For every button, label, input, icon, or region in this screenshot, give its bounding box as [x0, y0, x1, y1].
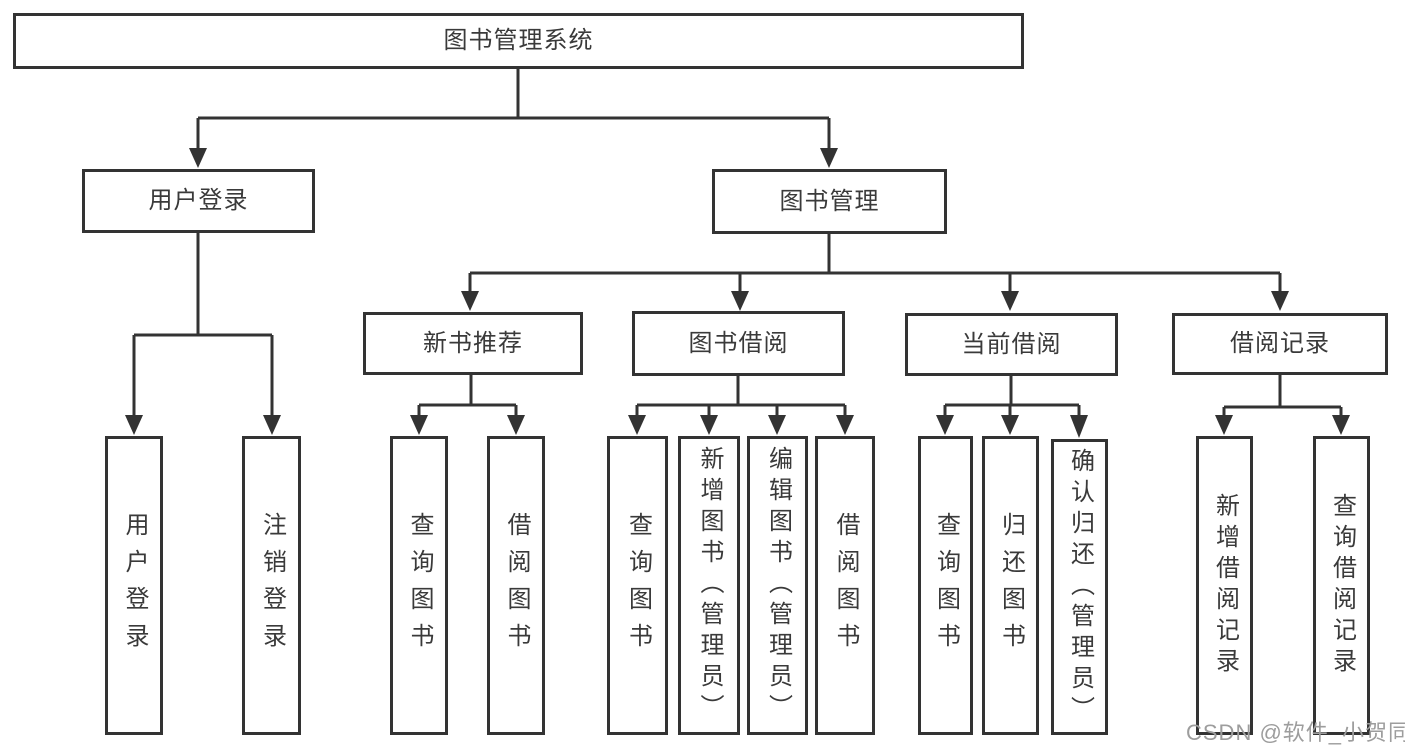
- leaf-newbooks-query-books: 查询图书: [390, 436, 448, 735]
- leaf-current-query-books: 查询图书: [918, 436, 973, 735]
- leaf-newbooks-query-books-label: 查询图书: [406, 511, 433, 660]
- leaf-records-query-record-label: 查询借阅记录: [1328, 492, 1356, 679]
- leaf-borrow-borrow-books: 借阅图书: [815, 436, 875, 735]
- node-book-management: 图书管理: [712, 169, 947, 234]
- node-current-borrow-label: 当前借阅: [961, 330, 1062, 358]
- arrowheads: [125, 148, 1350, 438]
- node-user-login: 用户登录: [82, 169, 315, 233]
- leaf-logout: 注销登录: [242, 436, 301, 735]
- node-borrow-records: 借阅记录: [1172, 313, 1388, 375]
- leaf-current-return-books-label: 归还图书: [997, 511, 1025, 660]
- leaf-newbooks-borrow-books: 借阅图书: [487, 436, 545, 735]
- leaf-borrow-add-books-admin: 新增图书（管理员）: [678, 436, 740, 735]
- node-current-borrow: 当前借阅: [905, 313, 1118, 376]
- leaf-borrow-add-books-admin-label: 新增图书（管理员）: [696, 446, 723, 725]
- leaf-borrow-query-books-label: 查询图书: [624, 511, 652, 660]
- leaf-user-login: 用户登录: [105, 436, 163, 735]
- leaf-borrow-borrow-books-label: 借阅图书: [832, 511, 859, 660]
- leaf-current-confirm-return-admin-label: 确认归还（管理员）: [1066, 447, 1094, 727]
- node-book-management-label: 图书管理: [779, 187, 880, 215]
- node-book-borrow-label: 图书借阅: [688, 329, 789, 357]
- node-new-book-recommend-label: 新书推荐: [423, 329, 523, 357]
- leaf-user-login-label: 用户登录: [121, 511, 148, 660]
- leaf-borrow-edit-books-admin-label: 编辑图书（管理员）: [764, 446, 792, 725]
- leaf-logout-label: 注销登录: [258, 511, 286, 660]
- leaf-records-add-record-label: 新增借阅记录: [1211, 492, 1239, 679]
- leaf-borrow-query-books: 查询图书: [607, 436, 668, 735]
- node-new-book-recommend: 新书推荐: [363, 312, 583, 375]
- leaf-current-return-books: 归还图书: [982, 436, 1039, 735]
- leaf-borrow-edit-books-admin: 编辑图书（管理员）: [747, 436, 808, 735]
- node-library-system: 图书管理系统: [13, 13, 1024, 69]
- csdn-watermark: CSDN @软件_小贺同学: [1186, 720, 1405, 745]
- leaf-current-query-books-label: 查询图书: [932, 511, 960, 660]
- node-book-borrow: 图书借阅: [632, 311, 845, 376]
- leaf-newbooks-borrow-books-label: 借阅图书: [503, 511, 530, 660]
- leaf-current-confirm-return-admin: 确认归还（管理员）: [1051, 439, 1108, 735]
- leaf-records-add-record: 新增借阅记录: [1196, 436, 1253, 735]
- node-borrow-records-label: 借阅记录: [1230, 330, 1330, 357]
- node-library-system-label: 图书管理系统: [443, 27, 594, 54]
- node-user-login-label: 用户登录: [148, 187, 249, 214]
- leaf-records-query-record: 查询借阅记录: [1313, 436, 1370, 735]
